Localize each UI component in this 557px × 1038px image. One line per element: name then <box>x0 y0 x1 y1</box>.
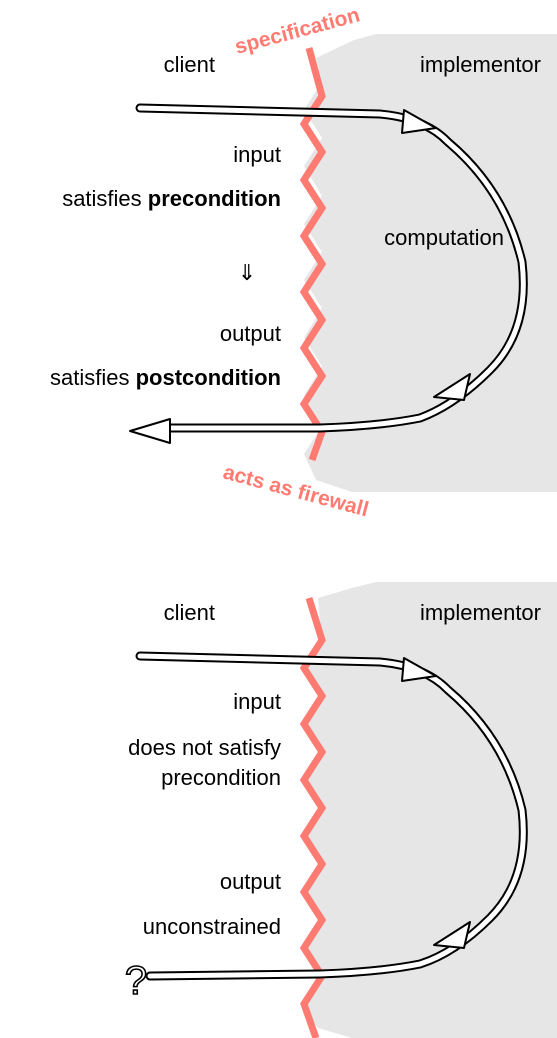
firewall-line <box>299 47 327 462</box>
postcondition-prefix: satisfies <box>50 365 136 390</box>
implementor-label: implementor <box>420 600 541 625</box>
flow-arrow <box>129 103 528 444</box>
precondition-label: satisfies precondition <box>62 186 281 211</box>
not-satisfy-line1: does not satisfy <box>128 735 281 760</box>
firewall-line <box>299 596 327 1038</box>
flow-path-inner <box>137 105 526 431</box>
arrowhead-out <box>129 418 171 444</box>
unknown-symbol: ? <box>125 959 147 1003</box>
client-label: client <box>164 52 215 77</box>
implies-arrow: ⇓ <box>238 260 256 285</box>
arrowhead-return <box>433 921 471 949</box>
input-label: input <box>233 142 281 167</box>
client-label: client <box>164 600 215 625</box>
implementor-region <box>304 34 557 492</box>
top-panel: specification client implementor input s… <box>50 3 557 522</box>
input-label: input <box>233 689 281 714</box>
bottom-panel: client implementor input does not satisf… <box>124 582 557 1038</box>
arrowhead-return <box>433 373 471 401</box>
precondition-prefix: satisfies <box>62 186 148 211</box>
not-satisfy-line2: precondition <box>161 765 281 790</box>
arrowhead-in <box>401 657 437 682</box>
output-label: output <box>220 869 281 894</box>
computation-label: computation <box>384 225 504 250</box>
implementor-region <box>304 582 557 1038</box>
flow-arrow <box>135 651 528 981</box>
arrowhead-in <box>401 109 437 134</box>
postcondition-keyword: postcondition <box>136 365 281 390</box>
precondition-keyword: precondition <box>148 186 281 211</box>
unconstrained-label: unconstrained <box>143 914 281 939</box>
postcondition-label: satisfies postcondition <box>50 365 281 390</box>
flow-path-inner <box>137 653 526 979</box>
output-label: output <box>220 321 281 346</box>
implementor-label: implementor <box>420 52 541 77</box>
